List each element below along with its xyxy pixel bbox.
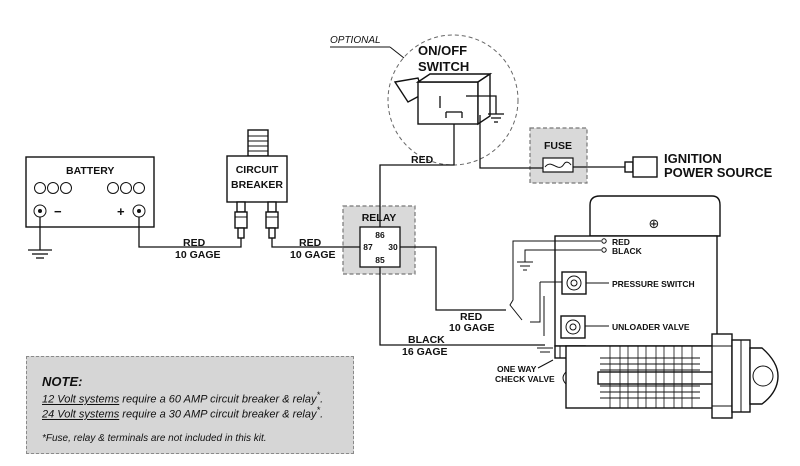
note-12v-mark: * xyxy=(316,390,321,400)
compressor: ⊕ RED BLACK PRESSURE SWITCH UNLOADER VAL… xyxy=(495,195,779,419)
wire4-color: RED xyxy=(460,311,483,323)
pressure-switch-body xyxy=(561,271,587,295)
toggle-switch-icon xyxy=(393,72,493,126)
ignition-label-line2: POWER SOURCE xyxy=(664,165,773,180)
fuse-element-icon xyxy=(544,161,572,168)
circuit-breaker: CIRCUIT BREAKER xyxy=(226,129,288,239)
relay-terminal-87: 87 xyxy=(363,242,373,252)
optional-label: OPTIONAL xyxy=(330,35,381,46)
fuse-label: FUSE xyxy=(544,140,572,152)
fuse: FUSE xyxy=(529,127,588,184)
switch-ground-icon xyxy=(472,95,504,123)
check-valve-label-2: CHECK VALVE xyxy=(495,374,555,384)
optional-leader xyxy=(389,46,405,59)
wires xyxy=(138,115,625,346)
breaker-label-line1: CIRCUIT xyxy=(236,164,279,176)
pressure-switch-label: PRESSURE SWITCH xyxy=(612,279,695,289)
switch-label-line1: ON/OFF xyxy=(418,43,467,58)
wire-relay-to-switch xyxy=(379,124,455,227)
wire-relay-to-compressor xyxy=(400,246,506,311)
motor-plus-icon: ⊕ xyxy=(649,216,660,231)
compressor-black-label: BLACK xyxy=(612,246,643,256)
battery-ground-icon xyxy=(28,217,52,259)
breaker-terminal-right xyxy=(265,211,279,229)
battery-neg-sign: − xyxy=(54,204,62,219)
optional-switch-group: OPTIONAL ON/OFF SWITCH xyxy=(330,34,519,166)
battery-body xyxy=(25,156,155,228)
wire1-color: RED xyxy=(183,237,206,249)
ignition-label-line1: IGNITION xyxy=(664,151,722,166)
wire5-color: BLACK xyxy=(408,334,445,346)
relay-terminal-30: 30 xyxy=(388,242,398,252)
relay-terminal-85: 85 xyxy=(375,255,385,265)
wire-breaker-to-relay xyxy=(271,238,360,248)
motor-cap xyxy=(589,195,721,237)
outlet-fitting-icon xyxy=(711,333,779,419)
relay-terminal-86: 86 xyxy=(375,230,385,240)
check-valve-label-1: ONE WAY xyxy=(497,364,537,374)
relay-label: RELAY xyxy=(362,212,397,224)
wire-battery-to-breaker xyxy=(138,217,242,248)
note-24v-underlined: 24 Volt systems xyxy=(42,408,120,421)
wire2-color: RED xyxy=(299,237,322,249)
breaker-body xyxy=(226,155,288,203)
battery: BATTERY − + xyxy=(25,156,155,228)
ignition-connector xyxy=(632,156,658,178)
wire2-gage: 10 GAGE xyxy=(290,249,336,261)
fuse-body xyxy=(542,157,574,173)
note-box: NOTE: 12 Volt systems require a 60 AMP c… xyxy=(26,356,354,454)
note-title: NOTE: xyxy=(42,374,83,389)
wire-relay-ground xyxy=(379,267,545,346)
note-line-24v: 24 Volt systems require a 30 AMP circuit… xyxy=(42,405,323,421)
wire1-gage: 10 GAGE xyxy=(175,249,221,261)
unloader-valve-body xyxy=(560,315,586,339)
note-24v-end: . xyxy=(320,408,324,421)
wire5-gage: 16 GAGE xyxy=(402,346,448,358)
switch-label-line2: SWITCH xyxy=(418,59,469,74)
battery-pos-sign: + xyxy=(117,204,125,219)
note-12v-underlined: 12 Volt systems xyxy=(42,393,120,406)
breaker-terminal-left xyxy=(234,211,248,229)
relay: RELAY 86 87 30 85 xyxy=(342,205,416,275)
wire4-gage: 10 GAGE xyxy=(449,322,495,334)
note-line-12v: 12 Volt systems require a 60 AMP circuit… xyxy=(42,390,323,406)
battery-label: BATTERY xyxy=(66,165,114,177)
note-24v-rest: require a 30 AMP circuit breaker & relay xyxy=(119,408,317,421)
note-footnote: *Fuse, relay & terminals are not include… xyxy=(42,433,267,444)
note-12v-end: . xyxy=(320,393,324,406)
compressor-red-label: RED xyxy=(612,237,630,247)
unloader-valve-label: UNLOADER VALVE xyxy=(612,322,690,332)
breaker-label-line2: BREAKER xyxy=(231,179,283,191)
fuse-shade xyxy=(529,127,588,184)
wire3-color: RED xyxy=(411,154,434,166)
note-12v-rest: require a 60 AMP circuit breaker & relay xyxy=(119,393,317,406)
ignition-power-source: IGNITION POWER SOURCE xyxy=(624,151,773,180)
note-24v-mark: * xyxy=(316,405,321,415)
wire-switch-to-fuse xyxy=(479,115,543,169)
